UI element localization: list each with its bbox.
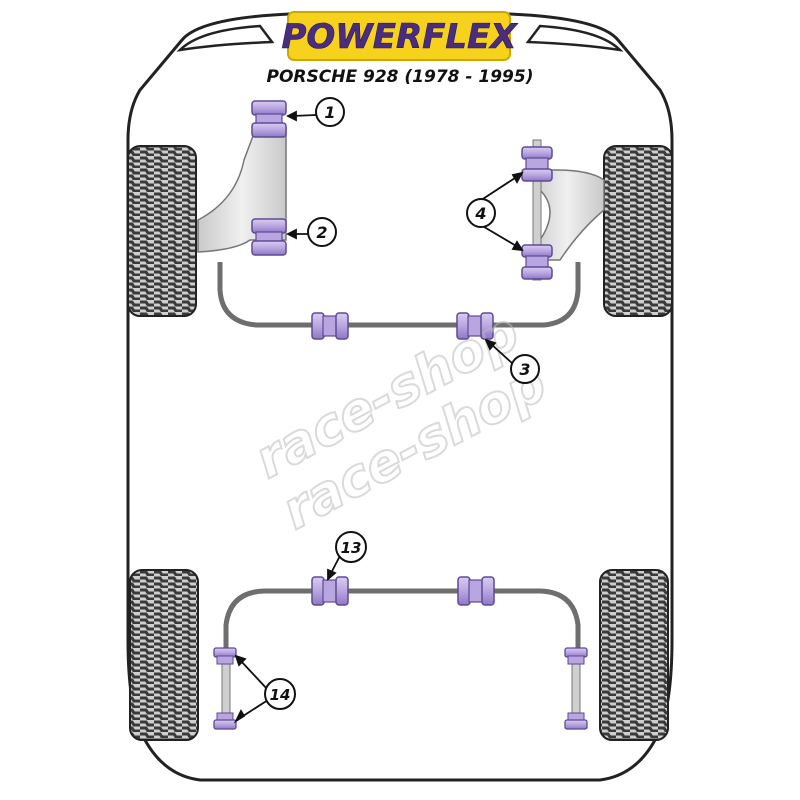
bush-1-top bbox=[251, 100, 287, 138]
callout-4: 4 bbox=[466, 198, 496, 228]
bush-14-left-top bbox=[213, 647, 237, 665]
bush-2-lower bbox=[251, 218, 287, 256]
rear-anti-roll-bar bbox=[223, 588, 581, 655]
bush-4-lower bbox=[521, 244, 553, 280]
callout-4-label: 4 bbox=[474, 204, 486, 223]
front-right-link-rod bbox=[532, 139, 542, 281]
tyre-front-right bbox=[603, 145, 673, 317]
tyre-rear-right bbox=[599, 569, 669, 741]
callout-2: 2 bbox=[307, 217, 337, 247]
callout-3: 3 bbox=[510, 354, 540, 384]
model-title: PORSCHE 928 (1978 - 1995) bbox=[267, 67, 534, 87]
callout-13: 13 bbox=[335, 531, 367, 563]
bush-14-right-top bbox=[564, 647, 588, 665]
brand-logo: POWERFLEX bbox=[281, 11, 519, 61]
tyre-rear-left bbox=[129, 569, 199, 741]
callout-2-label: 2 bbox=[316, 223, 327, 242]
callout-1-label: 1 bbox=[324, 103, 335, 122]
brand-name: POWERFLEX bbox=[281, 17, 518, 57]
watermark: race-shop race-shop bbox=[245, 301, 558, 543]
callout-1: 1 bbox=[315, 97, 345, 127]
bush-3-left bbox=[311, 312, 349, 340]
bush-4-upper bbox=[521, 146, 553, 182]
bush-14-right-bottom bbox=[564, 712, 588, 730]
callout-14-label: 14 bbox=[270, 686, 291, 704]
front-right-wishbone bbox=[528, 169, 605, 261]
front-anti-roll-bar bbox=[217, 262, 581, 328]
car-body-top-right bbox=[525, 24, 624, 52]
bush-13-left bbox=[311, 576, 349, 606]
bush-13-right bbox=[457, 576, 495, 606]
tyre-front-left bbox=[127, 145, 197, 317]
bush-14-left-bottom bbox=[213, 712, 237, 730]
bush-3-right bbox=[456, 312, 494, 340]
callout-13-label: 13 bbox=[341, 539, 362, 557]
car-body-top-left bbox=[176, 24, 275, 52]
callout-14: 14 bbox=[264, 678, 296, 710]
callout-3-label: 3 bbox=[519, 360, 530, 379]
